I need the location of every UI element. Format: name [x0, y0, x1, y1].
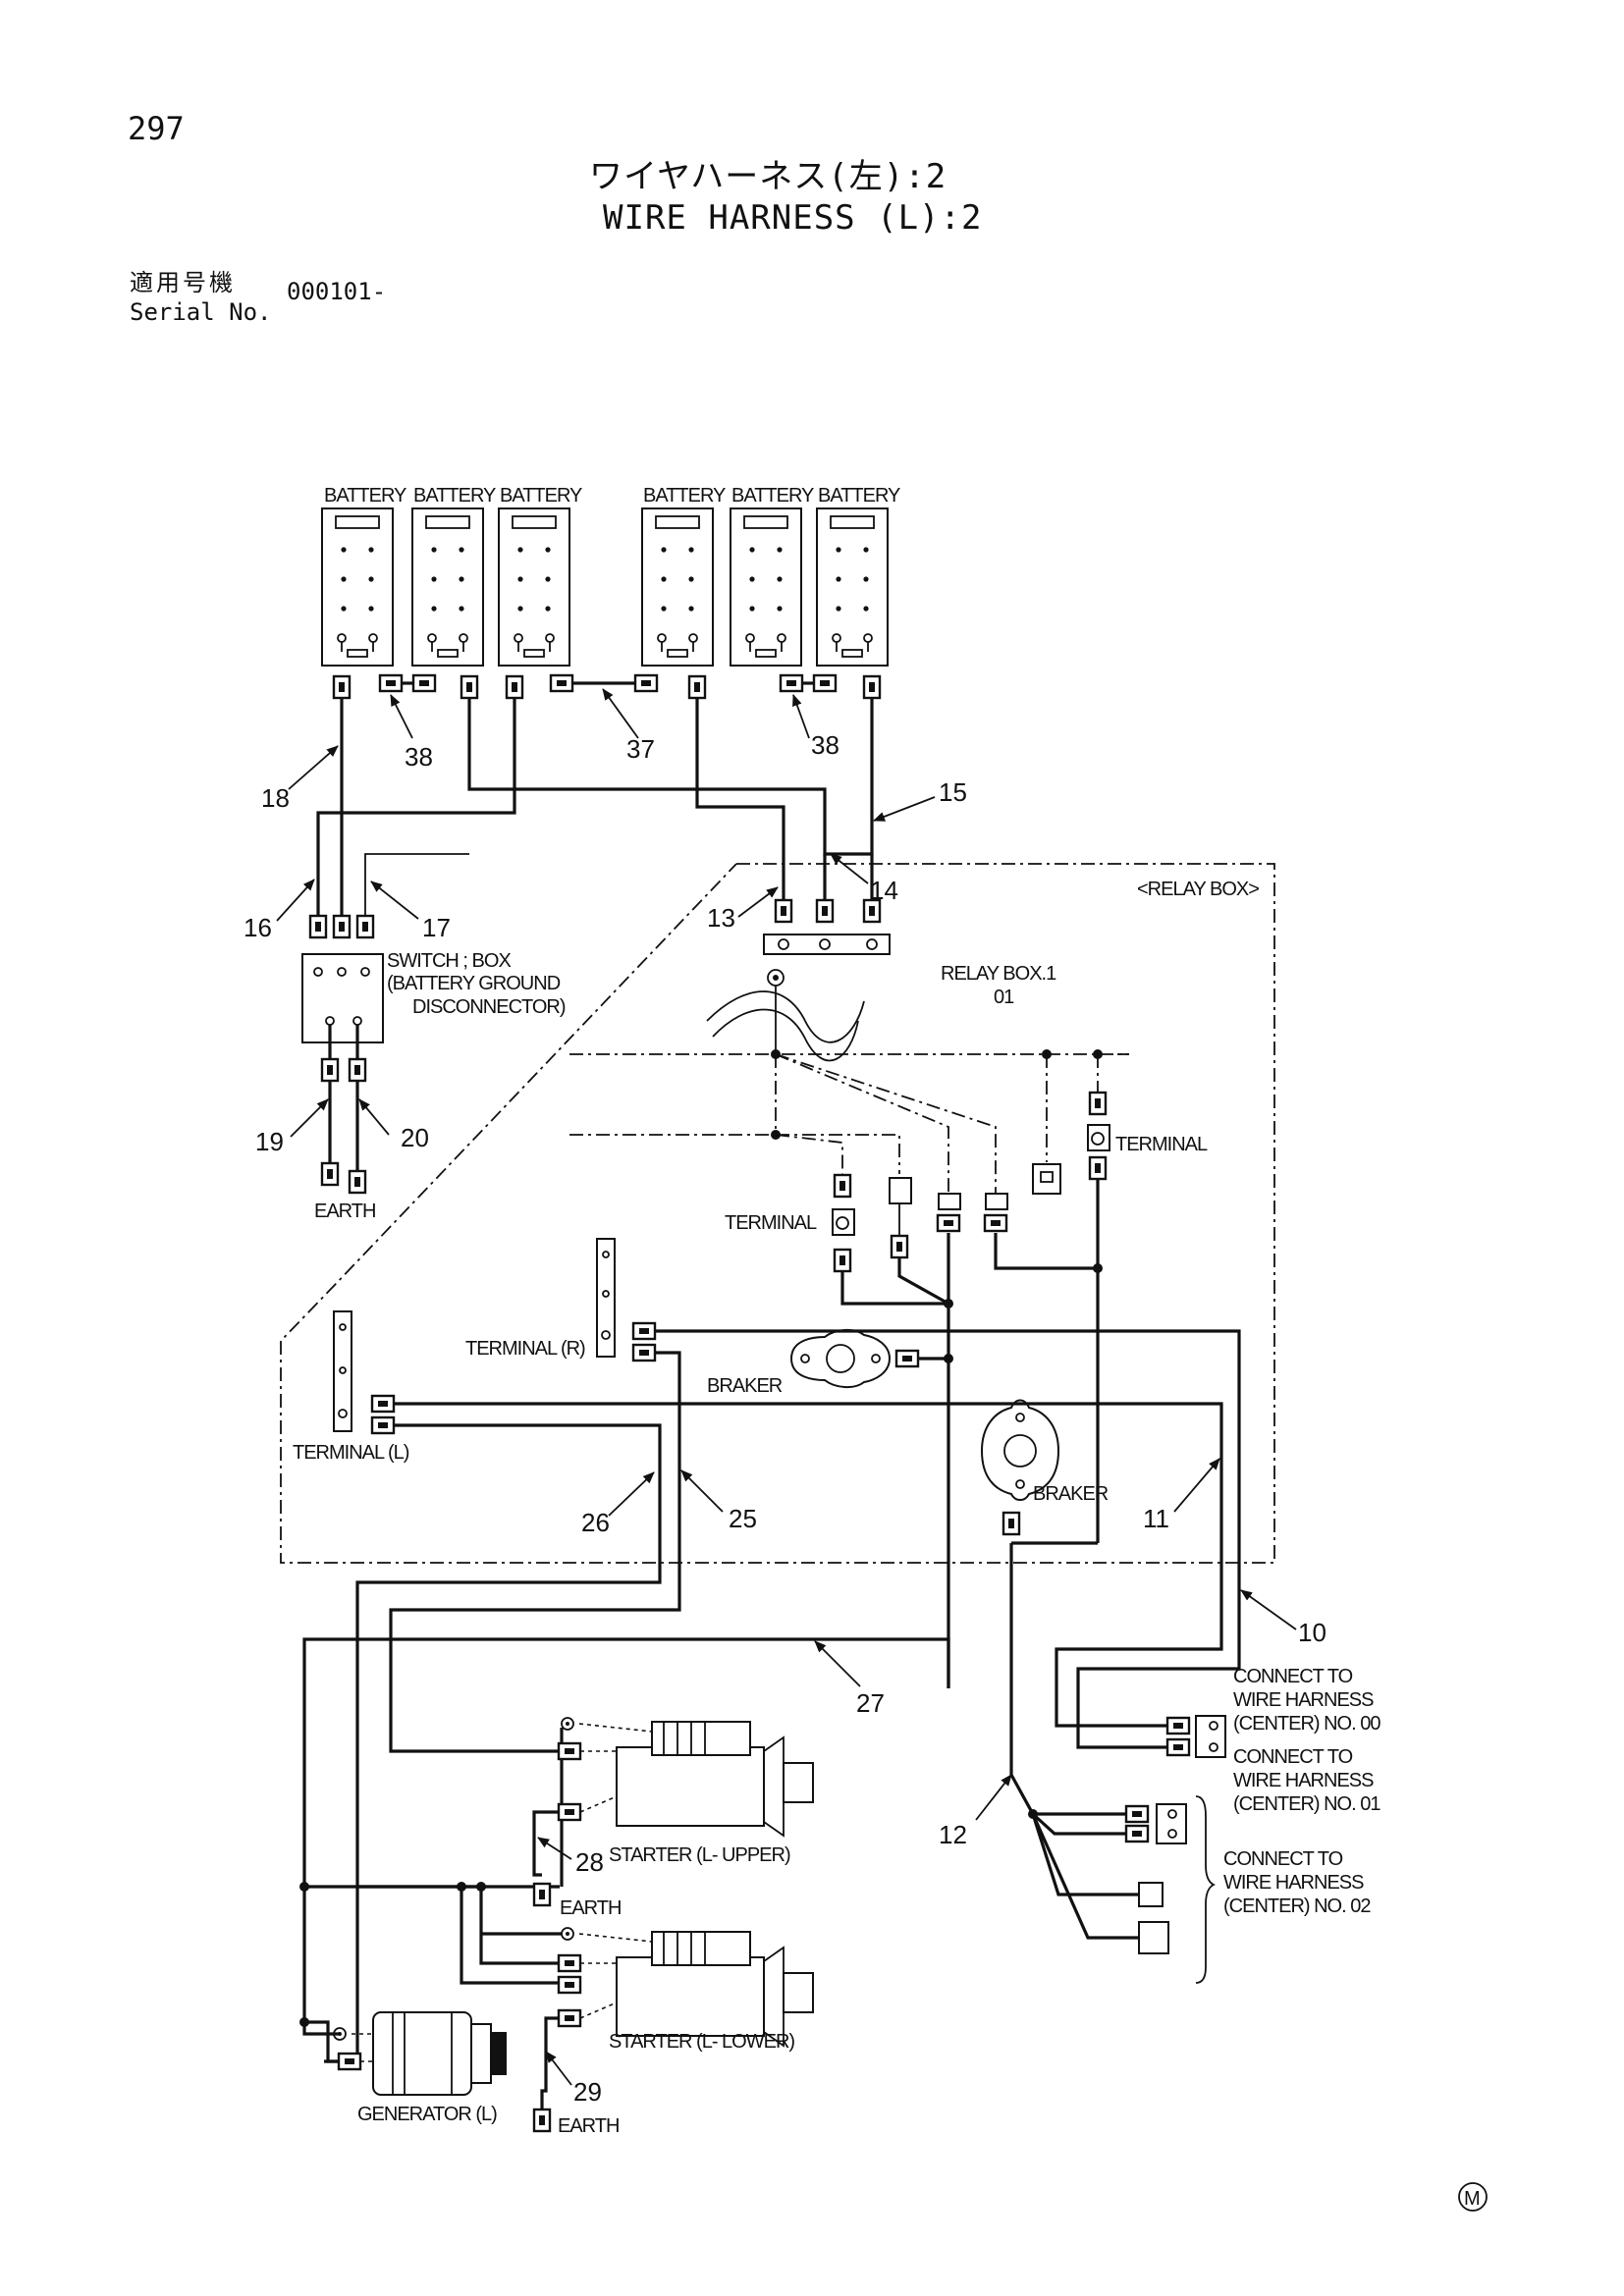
- battery-1: [321, 507, 394, 667]
- terminal-l-label: TERMINAL (L): [293, 1442, 409, 1464]
- generator-label: GENERATOR (L): [357, 2104, 497, 2125]
- terminal-label-right: TERMINAL: [1115, 1134, 1208, 1155]
- callout-10: 10: [1298, 1618, 1326, 1647]
- page-title-japanese: ワイヤハーネス(左):2: [589, 157, 947, 196]
- switch-box-label-line-3: DISCONNECTOR): [412, 996, 566, 1018]
- battery-label-1: BATTERY: [324, 485, 406, 507]
- battery-5: [730, 507, 802, 667]
- manufacturer-mark: M: [1458, 2182, 1488, 2212]
- battery-label-6: BATTERY: [818, 485, 900, 507]
- serial-number-value: 000101-: [287, 278, 387, 305]
- relay-box-frame-label: <RELAY BOX>: [1137, 879, 1259, 900]
- page-title-english: WIRE HARNESS (L):2: [603, 198, 983, 238]
- serial-label-japanese: 適用号機: [130, 269, 236, 296]
- terminal-label-left: TERMINAL: [725, 1212, 817, 1234]
- battery-group: BATTERY BATTERY BATTERY BATTERY BATTERY …: [321, 485, 901, 667]
- connect-00-line-1: CONNECT TO: [1233, 1666, 1353, 1687]
- switch-box-label-line-2: (BATTERY GROUND: [387, 973, 561, 994]
- center-harness-connectors: CONNECT TO WIRE HARNESS (CENTER) NO. 00 …: [1009, 1543, 1381, 1984]
- callout-29: 29: [573, 2077, 602, 2107]
- relay-box-1-label: RELAY BOX.1: [941, 963, 1056, 985]
- battery-6: [816, 507, 889, 667]
- connect-02-line-3: (CENTER) NO. 02: [1223, 1896, 1371, 1917]
- starter-lower-label: STARTER (L- LOWER): [609, 2031, 794, 2053]
- connect-01-line-2: WIRE HARNESS: [1233, 1770, 1374, 1791]
- battery-cables: [316, 698, 874, 917]
- callout-26: 26: [581, 1508, 610, 1537]
- terminal-l-strip: TERMINAL (L): [293, 1310, 410, 1464]
- callout-14: 14: [870, 876, 898, 905]
- starter-upper-label: STARTER (L- UPPER): [609, 1844, 790, 1866]
- battery-label-3: BATTERY: [500, 485, 582, 507]
- connect-00-line-3: (CENTER) NO. 00: [1233, 1713, 1380, 1735]
- callout-27: 27: [856, 1688, 885, 1718]
- relay-box-frame: [280, 863, 1275, 1564]
- battery-label-4: BATTERY: [643, 485, 726, 507]
- relay-sockets: TERMINAL TERMINAL: [725, 1091, 1209, 1273]
- callout-15: 15: [939, 777, 967, 807]
- relay-terminal-strip: [763, 898, 891, 955]
- earth-label-starter-lower: EARTH: [558, 2115, 619, 2137]
- battery-ground-disconnector: SWITCH ; BOX (BATTERY GROUND DISCONNECTO…: [301, 914, 567, 1222]
- battery-2: [411, 507, 484, 667]
- connect-00-line-2: WIRE HARNESS: [1233, 1689, 1374, 1711]
- callout-28: 28: [575, 1847, 604, 1877]
- callout-12: 12: [939, 1820, 967, 1849]
- harness-main-wires: [299, 1329, 1241, 2063]
- terminal-r-strip: TERMINAL (R): [465, 1238, 657, 1362]
- braker-upper-label: BRAKER: [707, 1375, 783, 1397]
- callout-25: 25: [729, 1504, 757, 1533]
- relay-box-wiring: [840, 1180, 1103, 1688]
- serial-label-english: Serial No.: [130, 298, 272, 326]
- callout-38-right: 38: [811, 730, 839, 760]
- page-number: 297: [128, 110, 185, 147]
- starter-upper: STARTER (L- UPPER) EARTH: [532, 1717, 814, 1919]
- callout-18: 18: [261, 783, 290, 813]
- braker-lower: BRAKER: [980, 1399, 1110, 1536]
- battery-label-2: BATTERY: [413, 485, 496, 507]
- callout-38-left: 38: [405, 742, 433, 772]
- terminal-r-label: TERMINAL (R): [465, 1338, 585, 1360]
- connect-01-line-1: CONNECT TO: [1233, 1746, 1353, 1768]
- callout-numbers: 38 37 38 18 15 16 17 13 14 19 20 26 25 1…: [244, 730, 1326, 2107]
- relay-box-1: RELAY BOX.1 01: [569, 963, 1129, 1194]
- switch-box-label-line-1: SWITCH ; BOX: [387, 950, 511, 972]
- callout-arrows: [276, 688, 1297, 2086]
- connect-02-line-2: WIRE HARNESS: [1223, 1872, 1364, 1894]
- relay-box-1-number: 01: [994, 987, 1014, 1008]
- battery-3: [498, 507, 570, 667]
- callout-11: 11: [1143, 1504, 1169, 1533]
- battery-label-5: BATTERY: [731, 485, 814, 507]
- manufacturer-mark-letter: M: [1464, 2188, 1481, 2210]
- connect-01-line-3: (CENTER) NO. 01: [1233, 1793, 1380, 1815]
- braker-upper: BRAKER: [707, 1329, 920, 1397]
- generator-left: GENERATOR (L): [333, 2011, 507, 2125]
- callout-13: 13: [707, 903, 735, 933]
- callout-17: 17: [422, 913, 451, 942]
- connect-02-line-1: CONNECT TO: [1223, 1848, 1343, 1870]
- callout-19: 19: [255, 1127, 284, 1156]
- callout-37: 37: [626, 734, 655, 764]
- battery-4: [641, 507, 714, 667]
- callout-20: 20: [401, 1123, 429, 1152]
- braker-lower-label: BRAKER: [1033, 1483, 1109, 1505]
- earth-label-starter-upper: EARTH: [560, 1897, 621, 1919]
- callout-16: 16: [244, 913, 272, 942]
- starter-lower: STARTER (L- LOWER) EARTH: [481, 1927, 814, 2137]
- earth-label-switch: EARTH: [314, 1201, 375, 1222]
